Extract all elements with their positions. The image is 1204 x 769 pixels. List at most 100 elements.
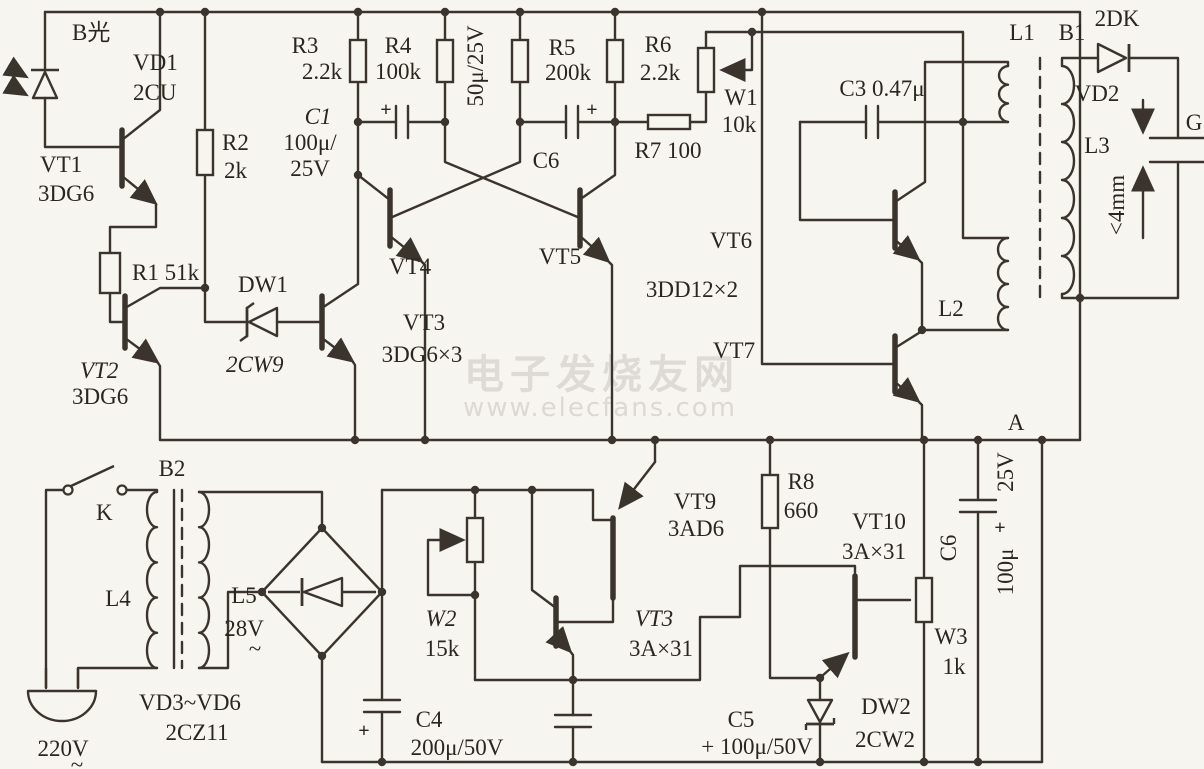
label-c4-plus: + [358, 720, 369, 742]
label-vt1: VT1 [40, 152, 82, 177]
label-r5: R5 [549, 35, 576, 60]
label-vt10-type: 3A×31 [842, 539, 906, 564]
label-r3-val: 2.2k [302, 59, 343, 84]
label-r7: R7 100 [634, 138, 701, 163]
zener-dw2-symbol [804, 698, 836, 730]
label-gap-dim: <4mm [1104, 175, 1129, 235]
light-arrow-icon [2, 74, 29, 97]
label-c1-val1: 100μ/ [283, 130, 337, 155]
light-arrow-icon [2, 56, 29, 79]
coil-l3 [1060, 64, 1076, 296]
label-r4: R4 [385, 33, 412, 58]
label-vt3-type: 3DG6×3 [382, 342, 463, 367]
label-w1-val: 10k [722, 112, 757, 137]
label-vt4: VT4 [389, 254, 432, 279]
label-220v: 220V [37, 736, 89, 761]
low-rail [380, 488, 613, 522]
label-c1: C1 [305, 104, 332, 129]
photodiode-vd1-symbol [2, 56, 59, 100]
label-r6-val: 2.2k [640, 60, 681, 85]
label-gap-g: G [1186, 110, 1203, 135]
label-node-a: A [1008, 410, 1025, 435]
resistor-r5 [510, 38, 530, 84]
label-vd1: VD1 [133, 50, 178, 75]
label-vt7: VT7 [713, 338, 755, 363]
potentiometer-w1 [696, 46, 716, 94]
label-w1: W1 [724, 85, 757, 110]
label-vt5: VT5 [539, 244, 581, 269]
label-r4-val: 100k [375, 59, 422, 84]
label-w2-val: 15k [425, 636, 460, 661]
label-220v-tilde: ~ [71, 752, 83, 769]
watermark: 电子发烧友网 www.elecfans.com [463, 352, 737, 423]
coil-l5 [197, 490, 211, 670]
label-vt9-type: 3AD6 [668, 516, 724, 541]
label-c6: C6 [533, 148, 560, 173]
label-dw1-type: 2CW9 [226, 352, 284, 377]
label-vt9: VT9 [674, 489, 716, 514]
switch-contact [116, 484, 128, 496]
label-vt6: VT6 [710, 228, 752, 253]
label-dw2: DW2 [861, 694, 911, 719]
watermark-url: www.elecfans.com [463, 393, 737, 423]
label-c1-plus: + [380, 99, 391, 121]
label-l4: L4 [105, 586, 131, 611]
resistor-r8 [760, 473, 780, 530]
label-w3-val: 1k [943, 654, 967, 679]
label-r8: R8 [788, 469, 815, 494]
label-l2: L2 [938, 296, 964, 321]
switch-lever [70, 464, 115, 488]
transformer-b1 [996, 56, 1076, 332]
label-w2: W2 [426, 606, 457, 631]
label-c1-val2: 25V [290, 156, 330, 181]
label-b1: B1 [1059, 20, 1086, 45]
coil-l1 [997, 64, 1010, 124]
label-c5: C5 [728, 707, 755, 732]
label-r1: R1 51k [132, 260, 200, 285]
resistor-r7 [646, 113, 692, 131]
label-r2: R2 [222, 130, 249, 155]
label-vt2-type: 3DG6 [72, 384, 128, 409]
label-vd2: VD2 [1075, 81, 1120, 106]
label-l3: L3 [1084, 133, 1110, 158]
label-vt3: VT3 [403, 310, 445, 335]
label-vd1-type: 2CU [133, 80, 177, 105]
label-c4-val: 200μ/50V [411, 735, 504, 760]
wires [43, 10, 1204, 764]
bridge-rectifier-symbol [260, 526, 384, 658]
label-vd3-vd6: VD3~VD6 [139, 690, 241, 715]
transformer-b2 [145, 488, 211, 670]
label-r8-val: 660 [784, 498, 819, 523]
resistor-r2 [195, 128, 215, 177]
label-r6: R6 [645, 32, 672, 57]
label-r5-val: 200k [545, 60, 592, 85]
label-c6-plus: + [586, 99, 597, 121]
label-c2-rotated: 50μ/25V [463, 25, 488, 107]
label-vt8: VT3 [635, 606, 673, 631]
power-input [26, 464, 128, 723]
label-r3: R3 [292, 33, 319, 58]
potentiometer-w3 [914, 576, 934, 624]
label-b2: B2 [159, 456, 186, 481]
label-vt2: VT2 [80, 358, 118, 383]
labels: B光 VD1 2CU VT1 3DG6 R1 51k R2 2k VT2 3DG… [37, 6, 1202, 769]
label-c4: C4 [416, 707, 443, 732]
label-switch-k: K [96, 500, 113, 525]
label-dw1: DW1 [238, 272, 288, 297]
label-w3: W3 [934, 624, 967, 649]
label-28v: 28V [224, 616, 264, 641]
resistor-r3 [348, 38, 368, 84]
zener-dw1-symbol [239, 302, 279, 342]
label-2cz11: 2CZ11 [165, 720, 228, 745]
coil-l4 [145, 490, 159, 670]
label-c5-val: + 100μ/50V [701, 734, 813, 759]
label-28v-tilde: ~ [249, 636, 261, 661]
switch-contact [62, 484, 74, 496]
label-3dd12: 3DD12×2 [646, 277, 738, 302]
label-c6b: C6 [936, 535, 961, 562]
resistors [98, 38, 934, 624]
label-l5: L5 [231, 583, 257, 608]
label-vt1-type: 3DG6 [38, 181, 94, 206]
